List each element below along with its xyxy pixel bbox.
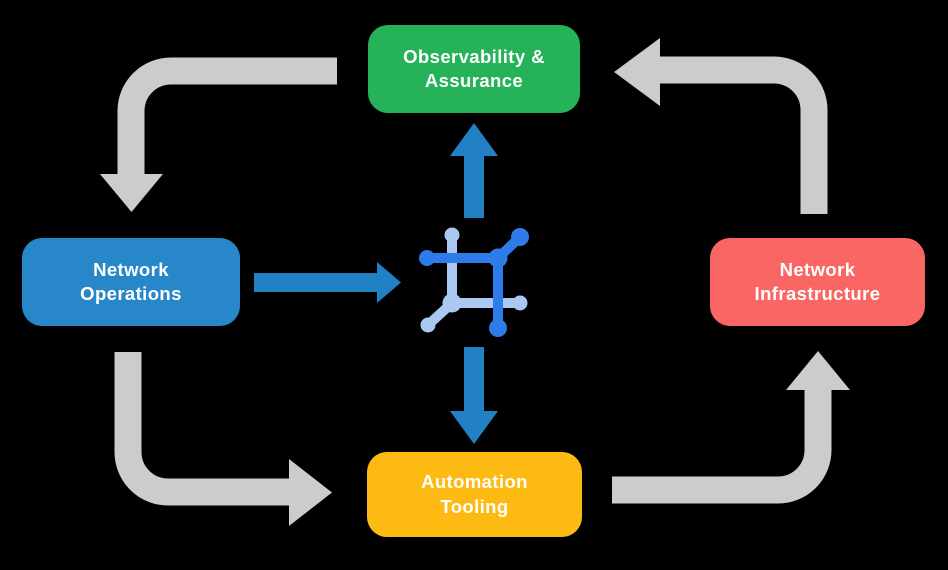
arrowhead-down (100, 174, 163, 212)
accent-arrow-center-to-automation (450, 347, 498, 444)
arrowhead-right (377, 262, 401, 303)
icon-node-bottom-left-end (420, 317, 436, 333)
icon-node-right (512, 295, 528, 311)
icon-node-bottom (489, 319, 507, 337)
network-nodes-icon (419, 227, 529, 337)
node-label: Network Infrastructure (754, 258, 881, 304)
flow-arrow-infrastructure-to-observability (614, 38, 828, 214)
node-automation-tooling: Automation Tooling (367, 452, 582, 537)
icon-node-bottom-left-corner (442, 293, 462, 313)
node-label: Observability & Assurance (403, 45, 545, 91)
flow-arrow-operations-to-automation (114, 352, 332, 526)
node-network-operations: Network Operations (22, 238, 240, 326)
node-label: Network Operations (80, 258, 182, 304)
accent-arrow-operations-to-center (254, 262, 401, 303)
icon-node-top-right-end (511, 228, 529, 246)
icon-node-top-right-corner (488, 248, 508, 268)
arrowhead-left (614, 38, 660, 106)
flow-arrow-observability-to-operations (100, 57, 337, 212)
arrowhead-down (450, 411, 498, 444)
arrowhead-up (786, 351, 850, 390)
node-network-infrastructure: Network Infrastructure (710, 238, 925, 326)
node-observability-assurance: Observability & Assurance (368, 25, 580, 113)
icon-node-left (419, 250, 435, 266)
accent-arrow-center-to-observability (450, 123, 498, 218)
flow-arrow-automation-to-infrastructure (612, 351, 850, 504)
arrowhead-right (289, 459, 332, 526)
icon-node-top (444, 227, 460, 243)
arrowhead-up (450, 123, 498, 156)
node-label: Automation Tooling (421, 471, 528, 517)
